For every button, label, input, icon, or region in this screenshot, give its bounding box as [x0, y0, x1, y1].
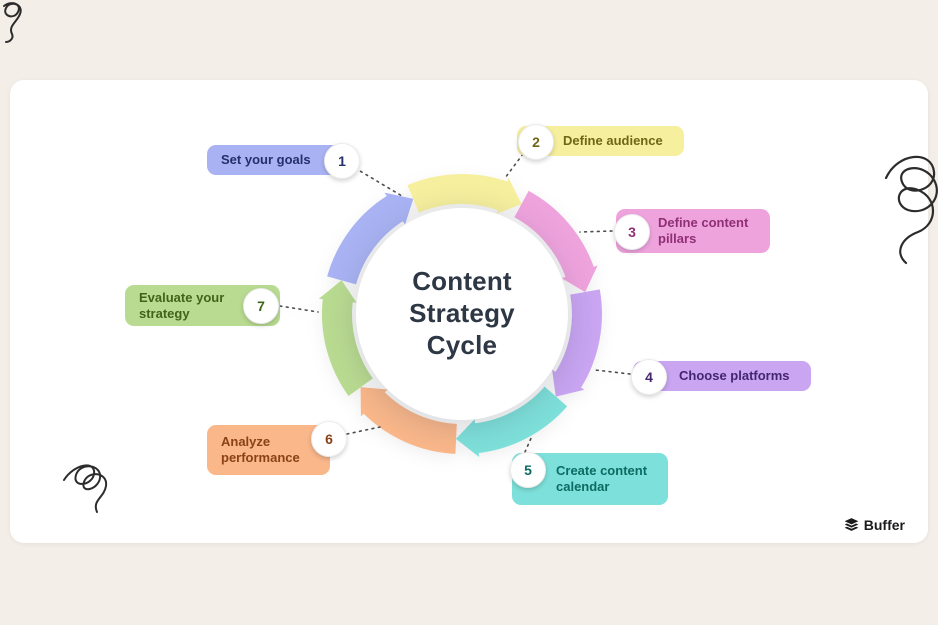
ring-arrow-step-7: [318, 280, 357, 303]
cycle-title: Content Strategy Cycle: [409, 266, 515, 360]
step-label: Create content calendar: [556, 463, 648, 494]
step-label: Define audience: [563, 133, 663, 149]
step-number-badge: 5: [510, 452, 546, 488]
cycle-ring: [279, 153, 631, 457]
step-number-badge: 7: [243, 288, 279, 324]
ring-arrow-step-6: [360, 387, 388, 417]
diagram-card: Content Strategy Cycle Set your goals 1 …: [10, 80, 928, 543]
step-pill-set-your-goals: Set your goals 1: [207, 143, 360, 179]
ring-segment-step-1: [327, 195, 405, 285]
step-number-badge: 1: [324, 143, 360, 179]
step-label: Evaluate your strategy: [139, 289, 225, 321]
step-pill-choose-platforms: 4 Choose platforms: [631, 359, 811, 395]
step-number-badge: 4: [631, 359, 667, 395]
ring-arrow-step-3: [561, 265, 598, 293]
step-pill-define-audience: 2 Define audience: [517, 124, 684, 160]
connector-step-2: [504, 153, 524, 179]
cycle-center: Content Strategy Cycle: [356, 208, 568, 420]
ring-segment-step-4: [554, 289, 602, 389]
ring-segment-step-7: [322, 297, 374, 396]
connector-step-6: [346, 426, 381, 435]
ring-segment-step-2: [407, 174, 509, 213]
step-number-badge: 3: [614, 214, 650, 250]
step-pill-define-content-pillars: 3 Define content pillars: [614, 209, 770, 253]
buffer-logo: Buffer: [844, 517, 905, 533]
step-pill-analyze-performance: Analyze performance 6: [207, 421, 347, 475]
ring-arrow-step-1: [384, 192, 414, 225]
buffer-icon: [844, 518, 859, 531]
step-label: Analyze performance: [221, 434, 300, 465]
step-number-badge: 2: [518, 124, 554, 160]
connector-step-3: [579, 230, 613, 233]
step-label: Choose platforms: [679, 368, 790, 384]
ring-arrow-step-5: [455, 419, 480, 457]
step-number-badge: 6: [311, 421, 347, 457]
ring-segment-step-3: [513, 190, 595, 279]
connector-step-1: [354, 167, 403, 197]
connector-step-4: [594, 369, 631, 375]
scribble-doodle-icon: [3, 2, 22, 43]
ring-segment-step-6: [362, 391, 458, 454]
step-label: Set your goals: [221, 152, 311, 168]
connector-step-7: [279, 305, 319, 313]
step-pill-create-content-calendar: 5 Create content calendar: [510, 452, 668, 505]
step-pill-evaluate-your-strategy: Evaluate your strategy 7: [125, 285, 280, 326]
buffer-wordmark: Buffer: [863, 517, 905, 533]
ring-arrow-step-4: [552, 369, 585, 397]
connector-step-5: [524, 435, 533, 453]
ring-arrow-step-2: [496, 177, 522, 214]
ring-segment-step-5: [473, 386, 568, 454]
step-label: Define content pillars: [658, 215, 749, 246]
